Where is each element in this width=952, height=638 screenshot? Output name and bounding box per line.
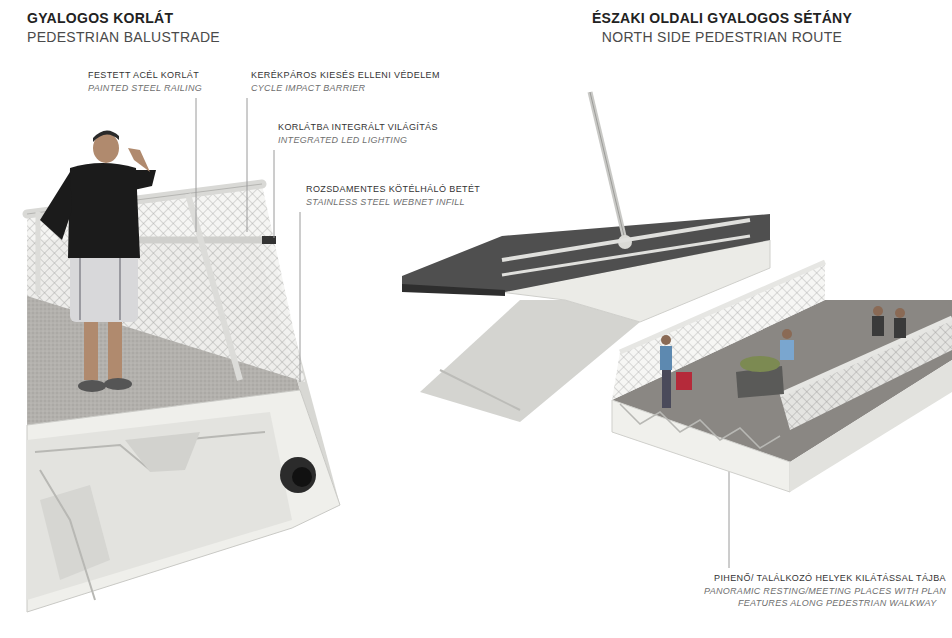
callout-label: FESTETT ACÉL KORLÁT — [88, 70, 199, 81]
subheading: PEDESTRIAN BALUSTRADE — [27, 29, 220, 46]
callout-translation: FEATURES ALONG PEDESTRIAN WALKWAY — [738, 598, 936, 609]
callout-label: ROZSDAMENTES KÖTÉLHÁLÓ BETÉT — [306, 184, 480, 195]
callout-translation: CYCLE IMPACT BARRIER — [251, 83, 365, 94]
subheading: NORTH SIDE PEDESTRIAN ROUTE — [602, 29, 842, 46]
heading: GYALOGOS KORLÁT — [27, 10, 173, 27]
bridge-perspective — [402, 92, 952, 492]
callout-translation: STAINLESS STEEL WEBNET INFILL — [306, 197, 465, 208]
leader-lines — [196, 98, 729, 568]
callout-label: PIHENŐ/ TALÁLKOZÓ HELYEK KILÁTÁSSAL TÁJB… — [714, 573, 946, 584]
callout-label: KERÉKPÁROS KIESÉS ELLENI VÉDELEM — [251, 70, 440, 81]
person-figure — [40, 130, 156, 392]
callout-translation: INTEGRATED LED LIGHTING — [278, 135, 407, 146]
heading: ÉSZAKI OLDALI GYALOGOS SÉTÁNY — [592, 10, 852, 27]
callout-label: KORLÁTBA INTEGRÁLT VILÁGÍTÁS — [278, 122, 438, 133]
callout-translation: PANORAMIC RESTING/MEETING PLACES WITH PL… — [704, 586, 946, 597]
callout-translation: PAINTED STEEL RAILING — [88, 83, 202, 94]
